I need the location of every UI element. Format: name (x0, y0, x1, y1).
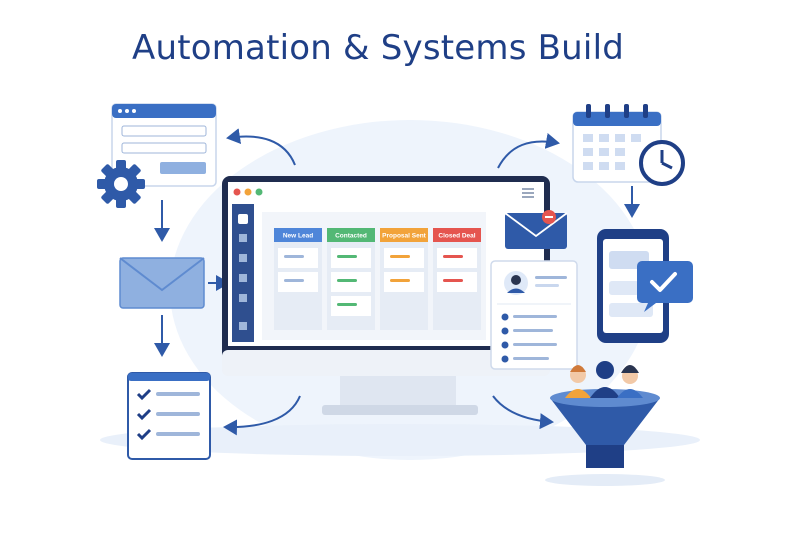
people-group-icon (565, 361, 643, 398)
pipeline-column-header (433, 228, 481, 242)
arrow-curve-top-right (497, 133, 560, 169)
pipeline-card-bar (284, 279, 304, 282)
pipeline-card-bar (337, 279, 357, 282)
pipeline-column-label: Proposal Sent (382, 233, 427, 240)
pipeline-card-bar (390, 279, 410, 282)
page-title: Automation & Systems Build (131, 28, 624, 68)
pipeline-card-bar (390, 255, 410, 258)
arrow-curve-bottom-right (492, 395, 554, 430)
pipeline-card-bar (337, 255, 357, 258)
chat-check-icon (637, 261, 693, 312)
arrow-curve-bottom-left (223, 395, 301, 436)
gear-icon (97, 160, 145, 208)
email-icon (119, 257, 205, 309)
calendar-icon (572, 104, 662, 183)
pipeline-card-bar (443, 279, 463, 282)
form-window-icon (111, 103, 217, 187)
clock-icon (639, 140, 685, 186)
arrow-curve-top-left (226, 128, 296, 166)
pipeline-column-header (274, 228, 322, 242)
phone-icon (597, 229, 669, 343)
pipeline-card-bar (443, 255, 463, 258)
pipeline-column-label: Contacted (335, 233, 367, 240)
notification-envelope-icon (504, 210, 568, 249)
ground-shadow (100, 424, 700, 456)
pipeline-column-label: New Lead (283, 233, 313, 240)
pipeline-card-bar (337, 303, 357, 306)
checklist-icon (127, 372, 211, 460)
contact-card (490, 260, 578, 370)
pipeline-column-header (327, 228, 375, 242)
pipeline-board: New Lead Contacted Proposal Sent Closed Dea… (274, 228, 481, 330)
pipeline-column-label: Closed Deal (438, 233, 475, 240)
pipeline-column-header (380, 228, 428, 242)
pipeline-card-bar (284, 255, 304, 258)
